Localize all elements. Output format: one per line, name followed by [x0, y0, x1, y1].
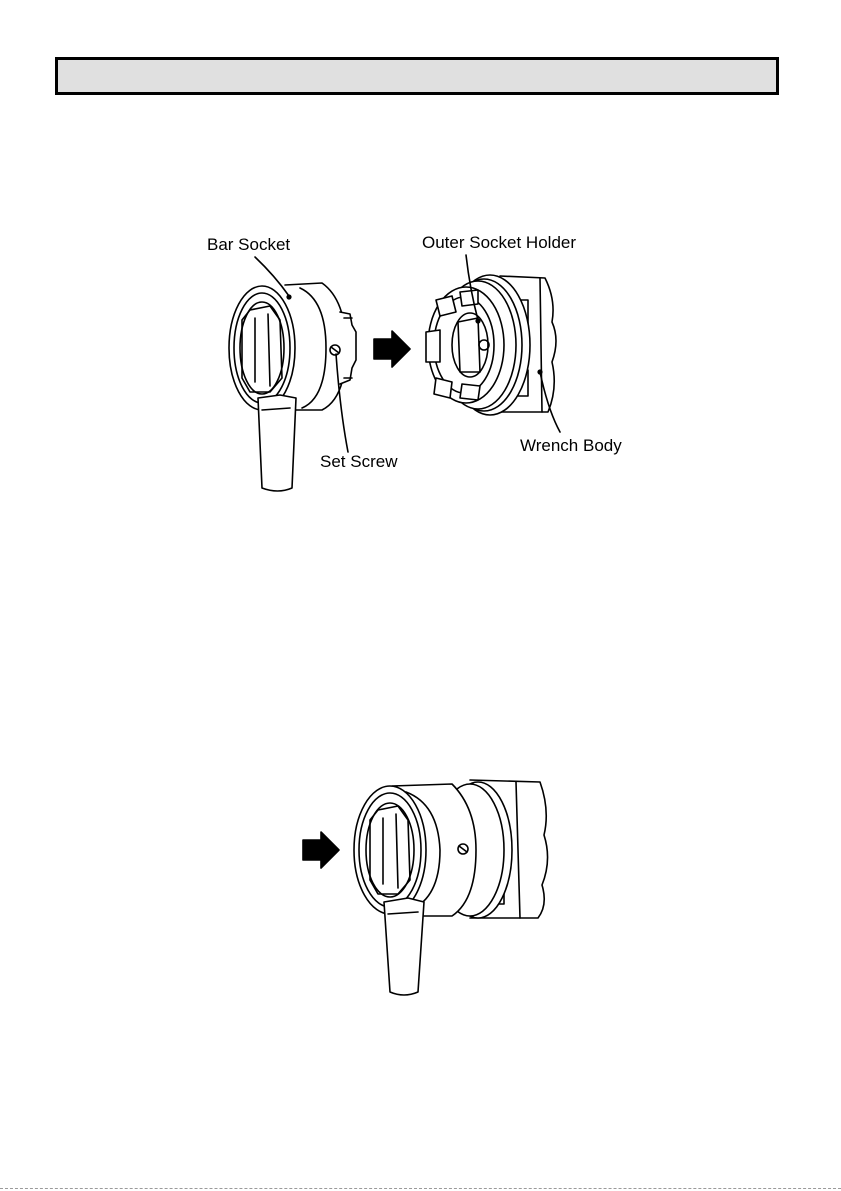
right-arrow-icon: [374, 331, 410, 367]
bar-socket-drawing: [229, 257, 356, 491]
outer-socket-holder-drawing: [426, 255, 560, 432]
assembled-socket-drawing: [354, 780, 548, 995]
page-bottom-divider: [0, 1188, 841, 1189]
right-arrow-icon: [303, 832, 339, 868]
